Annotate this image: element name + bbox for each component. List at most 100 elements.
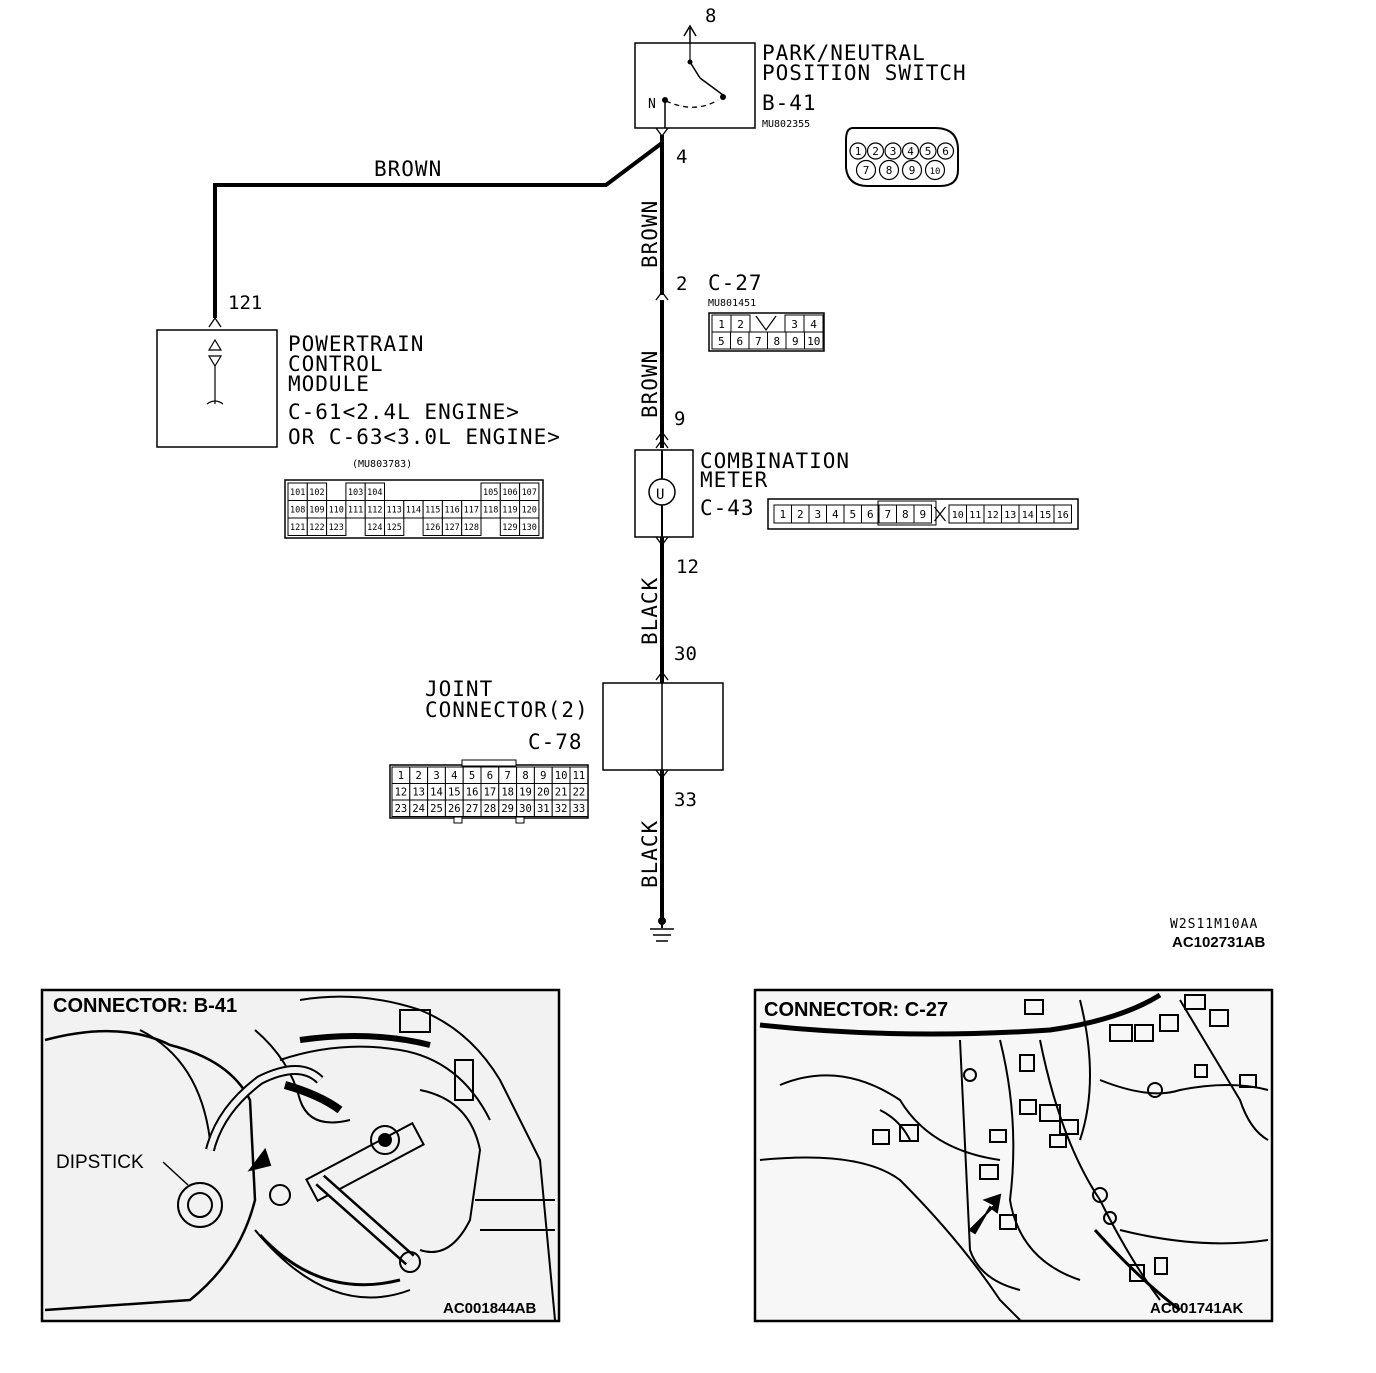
switch-name-line1: PARK/NEUTRAL (762, 41, 926, 65)
switch-pin-top: 8 (705, 5, 716, 27)
pcm-input-symbol (207, 338, 223, 368)
joint-pin-number: 13 (412, 787, 425, 799)
joint-pin-number: 9 (540, 770, 546, 782)
photo-left-title: CONNECTOR: B-41 (53, 995, 237, 1017)
pcm-pin-number: 113 (386, 505, 401, 515)
joint-pin-number: 27 (466, 803, 479, 815)
pcm-pin-number: 129 (502, 523, 517, 533)
pcm-cell (384, 517, 405, 536)
b41-pin-circle (901, 142, 920, 160)
pcm-pin-number: 112 (367, 505, 382, 515)
wire-label-brown-lower: BROWN (638, 350, 662, 418)
wire-label-black-upper: BLACK (638, 577, 662, 645)
pcm-pin-number: 116 (444, 505, 459, 515)
b41-pin-number: 1 (855, 145, 862, 158)
b41-pin-circle (924, 159, 946, 181)
joint-pin-number: 17 (484, 787, 497, 799)
dashboard-harness-illustration (759, 992, 1269, 1321)
switch-name-line2: POSITION SWITCH (762, 61, 967, 85)
pcm-pin-number: 101 (290, 488, 305, 498)
c27-pin-number: 8 (773, 335, 780, 348)
joint-pin-top: 30 (674, 643, 697, 665)
svg-text:Ս: Ս (656, 487, 664, 503)
meter-indicator-icon (648, 478, 676, 506)
meter-cell (1053, 504, 1072, 524)
pcm-box (156, 329, 278, 448)
pcm-name-line1: POWERTRAIN (288, 332, 424, 356)
pcm-pin-number: 114 (406, 505, 421, 515)
joint-id: C-78 (528, 730, 583, 754)
joint-pin-number: 22 (573, 787, 586, 799)
joint-pin-number: 23 (395, 803, 408, 815)
joint-cell (569, 799, 589, 817)
meter-pin-number: 16 (1057, 510, 1069, 521)
b41-pin-number: 5 (925, 145, 932, 158)
joint-pin-number: 19 (519, 787, 532, 799)
pcm-pin-number: 111 (348, 505, 363, 515)
c27-id: C-27 (708, 271, 763, 295)
pcm-pin-number: 127 (444, 523, 459, 533)
b41-pin-circle (936, 142, 955, 160)
joint-pin-number: 6 (487, 770, 493, 782)
pcm-name-line2: CONTROL (288, 352, 384, 376)
meter-box (634, 449, 694, 538)
switch-part-number: MU802355 (762, 119, 810, 130)
meter-name-line2: METER (700, 468, 768, 492)
meter-pin-number: 2 (797, 508, 804, 521)
pcm-id-line2: OR C-63<3.0L ENGINE> (288, 425, 561, 449)
meter-pin-number: 12 (987, 510, 999, 521)
b41-pin-circle (884, 142, 902, 160)
ground-icon (650, 917, 674, 942)
b41-pin-number: 4 (907, 145, 914, 158)
meter-pin-number: 13 (1004, 510, 1016, 521)
switch-n-label: N (648, 97, 656, 112)
pcm-pin-number: 107 (522, 488, 537, 498)
joint-pin-number: 3 (433, 770, 439, 782)
b41-pin-number: 10 (930, 167, 941, 177)
pcm-pin-number: 124 (367, 523, 382, 533)
arrow-up-icon (683, 24, 697, 37)
meter-pin-number: 3 (814, 508, 821, 521)
meter-pin-number: 5 (849, 508, 856, 521)
b41-pin-circle (855, 159, 877, 181)
b41-pin-number: 9 (909, 164, 916, 177)
joint-pin-number: 4 (451, 770, 457, 782)
joint-pin-number: 21 (555, 787, 568, 799)
pcm-name-line3: MODULE (288, 372, 370, 396)
dipstick-callout: DIPSTICK (56, 1152, 144, 1173)
terminal-arrow-icon (655, 127, 669, 138)
pcm-pin-number: 123 (329, 523, 344, 533)
joint-pin-number: 25 (430, 803, 443, 815)
c27-pin-upper: 2 (676, 273, 687, 295)
transaxle-illustration (44, 995, 556, 1321)
joint-pin-number: 16 (466, 787, 479, 799)
meter-cell (913, 504, 932, 524)
meter-pin-number: 8 (902, 508, 909, 521)
joint-pin-number: 5 (469, 770, 475, 782)
joint-pin-number: 32 (555, 803, 568, 815)
joint-pin-number: 7 (505, 770, 511, 782)
figure-code: AC102731AB (1172, 934, 1266, 951)
photo-connector-c27: CONNECTOR: C-27 AC001741AK (753, 988, 1274, 1323)
brown-wire-to-pcm (213, 141, 664, 318)
photo-right-code: AC001741AK (1150, 1300, 1244, 1317)
joint-pin-number: 15 (448, 787, 461, 799)
joint-pin-number: 24 (412, 803, 425, 815)
diagram-code: W2S11M10AA (1170, 917, 1258, 932)
switch-box (634, 42, 756, 129)
wire-harness (213, 135, 664, 918)
pcm-pin-number: 109 (309, 505, 324, 515)
pcm-pin-number: 115 (425, 505, 440, 515)
wire-label-brown-horizontal: BROWN (374, 157, 442, 181)
pcm-pin-number: 118 (483, 505, 498, 515)
c27-key-icon (755, 315, 777, 332)
b41-pin-number: 3 (890, 145, 897, 158)
meter-pin-number: 1 (779, 508, 786, 521)
joint-pin-number: 11 (573, 770, 586, 782)
